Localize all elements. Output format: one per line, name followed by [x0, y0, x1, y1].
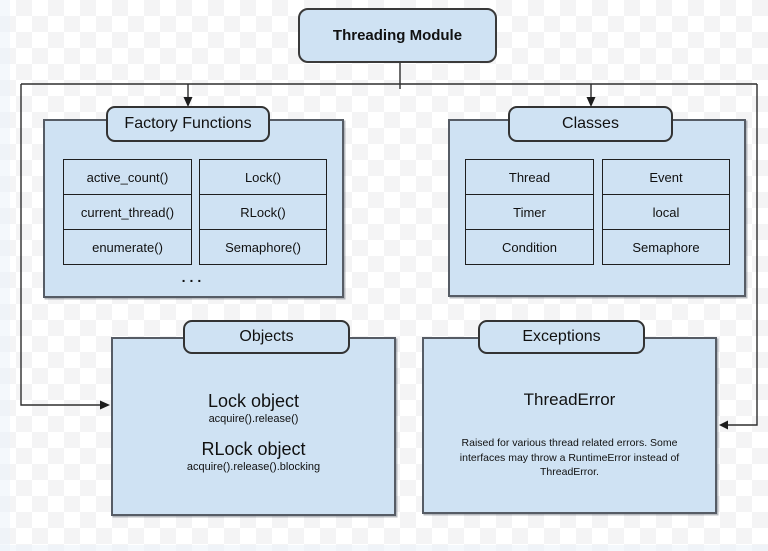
- factory-left-column: active_count() current_thread() enumerat…: [63, 159, 192, 265]
- rlock-object-heading: RLock object: [201, 439, 306, 459]
- thread-error-description-text: Raised for various thread related errors…: [459, 437, 680, 479]
- lock-object-detail: acquire().release(): [208, 413, 299, 425]
- cell-thread: Thread: [465, 159, 594, 195]
- cell-semaphore-fn: Semaphore(): [199, 229, 327, 265]
- arrowhead-objects: [100, 400, 110, 410]
- classes-left-column: Thread Timer Condition: [465, 159, 594, 265]
- canvas-edge-left: [0, 0, 10, 551]
- cell-current-thread: current_thread(): [63, 194, 192, 230]
- arrowhead-exceptions: [719, 420, 728, 430]
- factory-ellipsis: ...: [181, 269, 206, 285]
- cell-active-count: active_count(): [63, 159, 192, 195]
- thread-error-description: Raised for various thread related errors…: [424, 436, 715, 480]
- cell-condition: Condition: [465, 229, 594, 265]
- title-factory-functions: Factory Functions: [106, 106, 270, 142]
- factory-right-column: Lock() RLock() Semaphore(): [199, 159, 327, 265]
- lock-object-heading: Lock object: [207, 391, 300, 411]
- title-exceptions: Exceptions: [478, 320, 645, 354]
- group-exceptions: ThreadError Raised for various thread re…: [422, 337, 717, 514]
- cell-enumerate: enumerate(): [63, 229, 192, 265]
- cell-local: local: [602, 194, 730, 230]
- title-objects: Objects: [183, 320, 350, 354]
- cell-timer: Timer: [465, 194, 594, 230]
- cell-lock: Lock(): [199, 159, 327, 195]
- node-threading-module: Threading Module: [298, 8, 497, 63]
- rlock-object-detail: acquire().release().blocking: [186, 461, 321, 473]
- thread-error-heading: ThreadError: [523, 390, 616, 409]
- title-classes: Classes: [508, 106, 673, 142]
- canvas-edge-bottom: [0, 545, 768, 551]
- group-classes: Thread Timer Condition Event local Semap…: [448, 119, 746, 297]
- cell-event: Event: [602, 159, 730, 195]
- group-factory-functions: active_count() current_thread() enumerat…: [43, 119, 344, 298]
- classes-right-column: Event local Semaphore: [602, 159, 730, 265]
- cell-semaphore-class: Semaphore: [602, 229, 730, 265]
- group-objects: Lock object acquire().release() RLock ob…: [111, 337, 396, 516]
- cell-rlock: RLock(): [199, 194, 327, 230]
